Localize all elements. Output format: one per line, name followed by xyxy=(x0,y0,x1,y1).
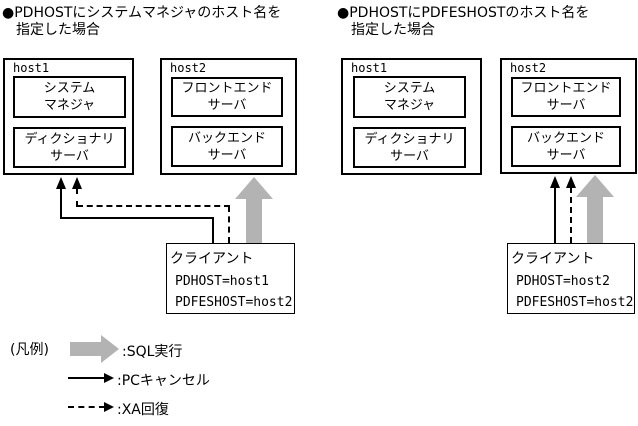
left-client-env2: PDFESHOST=host2 xyxy=(175,295,293,310)
xa-recovery-arrowhead-icon xyxy=(72,177,82,189)
right-system-manager-box: システム マネジャ xyxy=(353,76,466,118)
heading-left-line2: 指定した場合 xyxy=(16,22,100,38)
pc-cancel-arrow-line xyxy=(554,187,556,243)
server-label-line: ディクショナリ xyxy=(364,131,455,147)
xa-recovery-arrow-line xyxy=(228,206,230,243)
server-label-line: マネジャ xyxy=(43,98,96,113)
right-host1-label: host1 xyxy=(351,61,388,75)
pc-cancel-arrow-line xyxy=(60,188,62,219)
sql-execution-arrowhead-icon xyxy=(235,177,273,199)
sql-execution-legend-icon xyxy=(101,335,119,363)
left-back-end-server-box: バックエンド サーバ xyxy=(171,126,283,167)
server-label-line: システム xyxy=(43,81,96,96)
server-label-line: サーバ xyxy=(546,98,586,113)
pc-cancel-arrow-line xyxy=(60,217,214,219)
server-label-line: マネジャ xyxy=(383,98,436,113)
xa-recovery-arrow-line xyxy=(77,205,230,207)
right-client-title: クライアント xyxy=(511,251,595,267)
legend-title: (凡例) xyxy=(10,342,49,358)
server-label-line: サーバ xyxy=(207,147,247,163)
xa-recovery-legend-icon xyxy=(68,406,105,408)
right-back-end-server-box: バックエンド サーバ xyxy=(511,126,621,167)
pc-cancel-legend-icon xyxy=(104,373,114,383)
right-front-end-server-box: フロントエンド サーバ xyxy=(511,77,621,117)
pc-cancel-arrow-line xyxy=(212,217,214,243)
server-label-line: バックエンド xyxy=(187,130,266,146)
xa-recovery-legend-icon xyxy=(104,402,114,412)
right-client-env2: PDFESHOST=host2 xyxy=(516,295,634,310)
left-system-manager-box: システム マネジャ xyxy=(13,76,126,118)
xa-recovery-arrow-line xyxy=(570,187,572,243)
heading-right-line1: ●PDHOSTにPDFESHOSTのホスト名を xyxy=(337,5,590,21)
server-label-line: ディクショナリ xyxy=(24,131,115,147)
pc-cancel-legend-icon xyxy=(68,377,105,379)
left-host1-label: host1 xyxy=(13,61,50,75)
server-label-line: システム xyxy=(383,81,436,96)
left-client-box: クライアント PDHOST=host1 PDFESHOST=host2 xyxy=(166,243,295,314)
pc-cancel-arrowhead-icon xyxy=(56,177,66,189)
heading-right-line2: 指定した場合 xyxy=(351,22,435,38)
legend-xa-recovery-label: :XA回復 xyxy=(117,402,169,418)
left-dictionary-server-box: ディクショナリ サーバ xyxy=(13,127,126,168)
sql-execution-arrow-shaft xyxy=(587,196,603,243)
right-client-env1: PDHOST=host2 xyxy=(516,274,610,289)
server-label-line: サーバ xyxy=(50,148,89,164)
right-host2-label: host2 xyxy=(510,61,547,75)
right-client-box: クライアント PDHOST=host2 PDFESHOST=host2 xyxy=(507,243,635,314)
server-label-line: フロントエンド xyxy=(520,81,612,96)
sql-execution-legend-icon xyxy=(70,342,102,356)
xa-recovery-arrowhead-icon xyxy=(566,176,576,188)
left-host2-label: host2 xyxy=(170,61,207,75)
left-client-env1: PDHOST=host1 xyxy=(175,274,269,289)
server-label-line: バックエンド xyxy=(526,130,605,146)
left-front-end-server-box: フロントエンド サーバ xyxy=(171,77,283,117)
legend-pc-cancel-label: :PCキャンセル xyxy=(117,373,210,389)
xa-recovery-arrow-line xyxy=(76,188,78,207)
sql-execution-arrow-shaft xyxy=(246,198,262,243)
legend-sql-label: :SQL実行 xyxy=(122,344,183,360)
server-label-line: サーバ xyxy=(546,147,586,163)
pc-cancel-arrowhead-icon xyxy=(550,176,560,188)
right-dictionary-server-box: ディクショナリ サーバ xyxy=(353,127,466,168)
sql-execution-arrowhead-icon xyxy=(576,175,614,197)
server-label-line: サーバ xyxy=(207,98,247,113)
heading-left-line1: ●PDHOSTにシステムマネジャのホスト名を xyxy=(2,5,282,21)
left-client-title: クライアント xyxy=(170,251,254,267)
server-label-line: フロントエンド xyxy=(181,81,273,96)
server-label-line: サーバ xyxy=(390,148,429,164)
